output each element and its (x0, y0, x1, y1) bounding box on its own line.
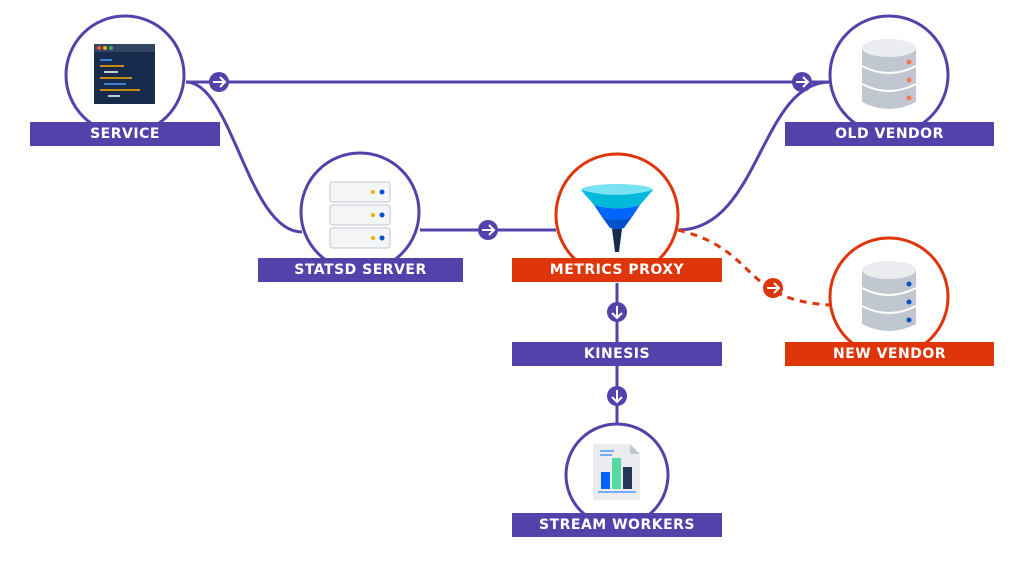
new-vendor-label: NEW VENDOR (785, 342, 994, 366)
old-vendor-label: OLD VENDOR (785, 122, 994, 146)
arrow-right-icon (792, 72, 812, 92)
statsd-server-node (299, 151, 421, 273)
stream-workers-node (564, 422, 670, 528)
database-icon (861, 261, 917, 331)
server-rack-icon (329, 181, 391, 249)
bar-chart-document-icon (593, 444, 640, 500)
arrow-right-icon (478, 220, 498, 240)
service-node (64, 14, 186, 136)
funnel-icon (581, 184, 653, 252)
metrics-proxy-node (554, 152, 680, 278)
stream-workers-label: STREAM WORKERS (512, 513, 722, 537)
metrics-proxy-label: METRICS PROXY (512, 258, 722, 282)
kinesis-label: KINESIS (512, 342, 722, 366)
connector-proxy-to-new-vendor (677, 228, 831, 307)
code-window-icon (94, 44, 155, 104)
arrow-down-icon (607, 302, 627, 322)
connector-proxy-to-old-vendor (677, 80, 831, 232)
arrow-down-icon (607, 386, 627, 406)
new-vendor-node (828, 236, 950, 358)
database-icon (861, 39, 917, 109)
connector-service-to-statsd (185, 80, 303, 234)
arrow-right-icon (763, 278, 783, 298)
statsd-server-label: STATSD SERVER (258, 258, 463, 282)
service-label: SERVICE (30, 122, 220, 146)
arrow-right-icon (209, 72, 229, 92)
old-vendor-node (828, 14, 950, 136)
